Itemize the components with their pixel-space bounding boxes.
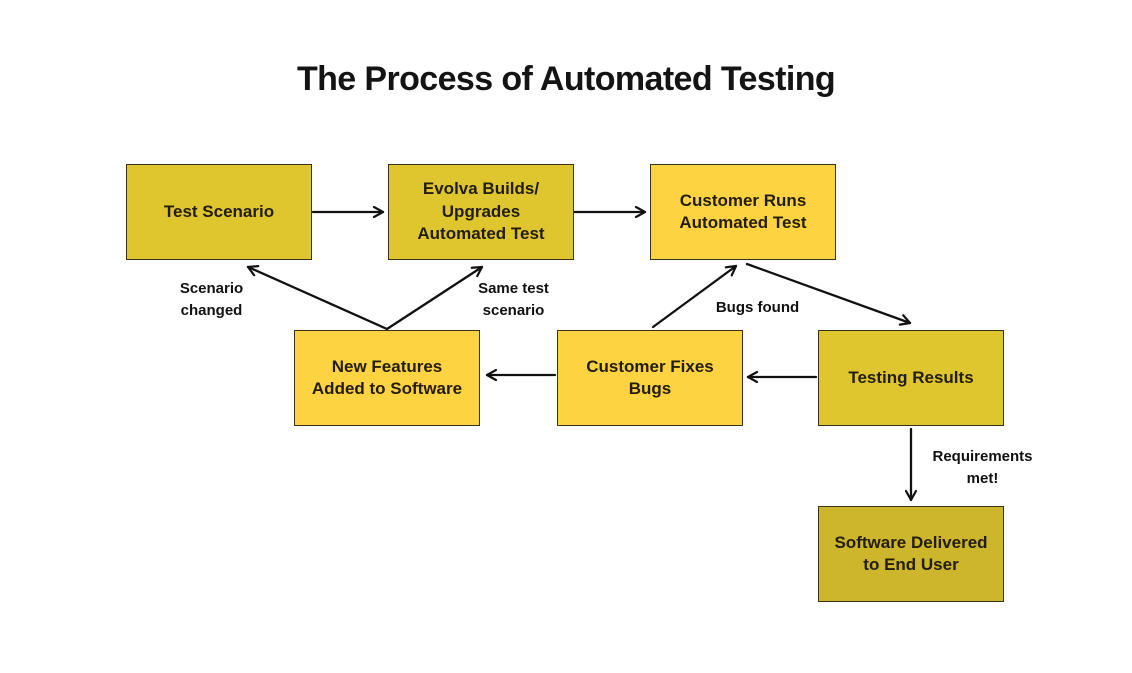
node-new-features-added-to-software: New Features Added to Software [294,330,480,426]
edge-label-bugs-found: Bugs found [715,299,800,316]
node-test-scenario: Test Scenario [126,164,312,260]
node-customer-runs-label: Customer Runs Automated Test [679,190,807,232]
edge-label-scenario-changed: Scenario changed [179,280,244,319]
diagram-title: The Process of Automated Testing [296,60,836,98]
node-test-scenario-label: Test Scenario [163,201,275,221]
node-customer-fixes-bugs: Customer Fixes Bugs [557,330,743,426]
edge-label-requirements-met: Requirements met! [932,448,1033,487]
node-software-delivered-label: Software Delivered to End User [834,532,988,574]
node-evolva-builds-label: Evolva Builds/ Upgrades Automated Test [417,179,545,244]
edge-label-same-test-scenario: Same test scenario [478,280,549,319]
node-testing-results-label: Testing Results [848,367,974,387]
node-software-delivered-to-end-user: Software Delivered to End User [818,506,1004,602]
node-new-features-label: New Features Added to Software [311,356,463,398]
node-testing-results: Testing Results [818,330,1004,426]
node-customer-runs-automated-test: Customer Runs Automated Test [650,164,836,260]
node-evolva-builds-upgrades-automated-test: Evolva Builds/ Upgrades Automated Test [388,164,574,260]
node-customer-fixes-label: Customer Fixes Bugs [586,356,714,398]
